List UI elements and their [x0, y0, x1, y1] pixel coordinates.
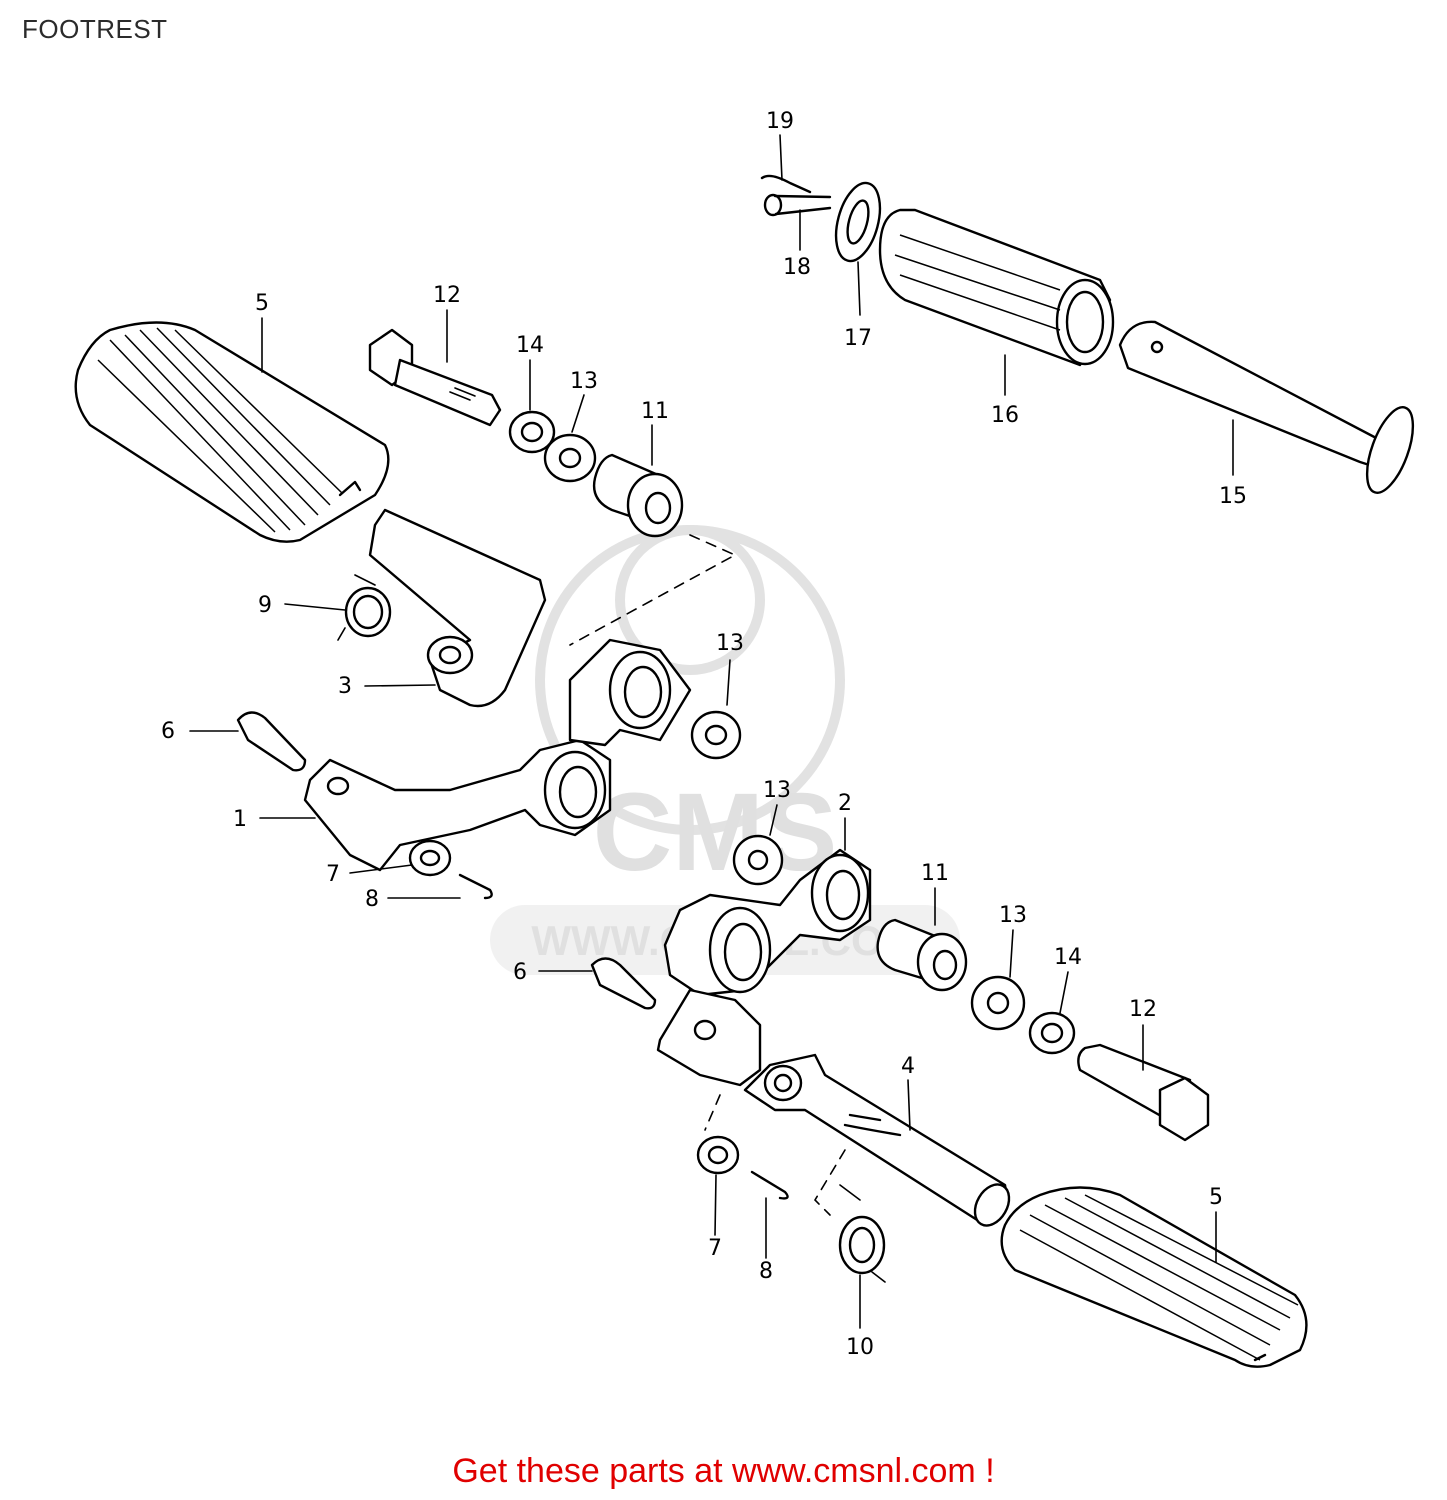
get-parts-link[interactable]: Get these parts at www.cmsnl.com ! [452, 1452, 995, 1490]
callout-7-lower: 7 [708, 1236, 722, 1261]
part-8-cotter-left [458, 873, 493, 900]
part-12-bolt-lower [1077, 1043, 1210, 1142]
callout-5-right: 5 [1209, 1185, 1223, 1210]
callout-13-lower-1: 13 [763, 778, 791, 803]
callout-13-lower-2: 13 [999, 903, 1027, 928]
part-14-lockwasher-lower [1028, 1011, 1076, 1055]
part-5-rubber-right [1000, 1186, 1308, 1368]
callout-6-left: 6 [161, 719, 175, 744]
part-6-pin-left [236, 711, 307, 772]
part-19-cotter-pin [760, 174, 812, 194]
part-2-bracket [656, 848, 872, 1087]
part-6-pin-right [590, 957, 657, 1010]
callout-1: 1 [233, 807, 247, 832]
callout-6-right: 6 [513, 960, 527, 985]
callout-14-top: 14 [516, 333, 544, 358]
part-7-washer-lower [696, 1135, 740, 1175]
part-4-arm [743, 1053, 1011, 1227]
callout-17: 17 [844, 326, 872, 351]
part-3-arm [368, 508, 547, 708]
callout-labels: 5 12 14 13 11 19 18 17 16 15 9 3 6 1 7 8… [161, 109, 1247, 1360]
part-1-bracket [303, 638, 692, 872]
part-7-washer-left [408, 839, 452, 877]
callout-12-lower: 12 [1129, 997, 1157, 1022]
part-18-pin [763, 193, 832, 217]
part-14-lockwasher-top [508, 410, 556, 454]
callout-5-left: 5 [255, 291, 269, 316]
callout-8-left: 8 [365, 887, 379, 912]
part-13-washer-lower-2 [970, 975, 1026, 1031]
callout-8-lower: 8 [759, 1259, 773, 1284]
part-12-bolt-top [368, 328, 502, 427]
part-11-collar-top [592, 453, 684, 538]
part-5-rubber-left [74, 321, 390, 543]
callout-14-lower: 14 [1054, 945, 1082, 970]
part-13-washer-lower-1 [732, 834, 784, 886]
callout-11-top: 11 [641, 399, 669, 424]
part-11-collar-lower [876, 918, 968, 992]
page-title: FOOTREST [22, 14, 168, 44]
part-10-spring [838, 1184, 886, 1283]
callout-3: 3 [338, 674, 352, 699]
part-16-grip [878, 208, 1115, 367]
callout-16: 16 [991, 403, 1019, 428]
callout-2: 2 [838, 791, 852, 816]
callout-12-top: 12 [433, 283, 461, 308]
assembly-lines [569, 534, 846, 1216]
callout-10: 10 [846, 1335, 874, 1360]
callout-4: 4 [901, 1054, 915, 1079]
callout-7-left: 7 [326, 862, 340, 887]
part-15-pin [1118, 320, 1415, 494]
callout-13-mid: 13 [716, 631, 744, 656]
callout-13-top: 13 [570, 369, 598, 394]
part-8-cotter-lower [750, 1170, 789, 1200]
watermark-logo-text: CMS [593, 771, 837, 894]
part-9-spring [337, 574, 392, 641]
callout-19: 19 [766, 109, 794, 134]
part-13-washer-top [543, 433, 597, 483]
callout-11-lower: 11 [921, 861, 949, 886]
callout-9: 9 [258, 593, 272, 618]
part-13-washer-mid [690, 710, 742, 760]
part-17-washer [834, 181, 882, 263]
callout-15: 15 [1219, 484, 1247, 509]
leader-lines [189, 134, 1234, 1329]
callout-18: 18 [783, 255, 811, 280]
